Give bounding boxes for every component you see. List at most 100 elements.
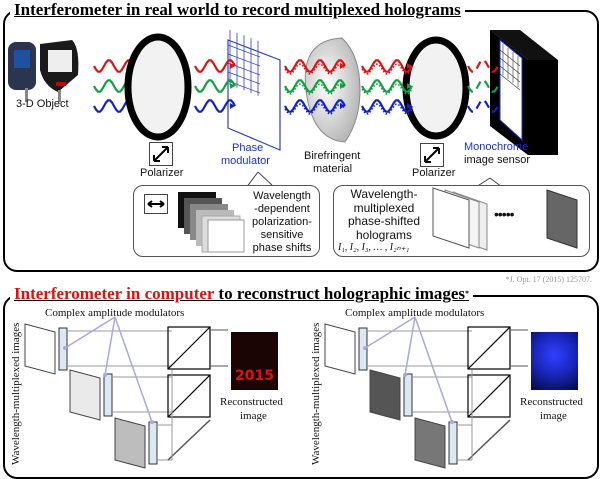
shifted-wave [284,103,346,115]
3d-object-icon [8,40,79,102]
polarizer-1-axis-box [149,142,173,166]
polarizer-1-label: Polarizer [140,167,184,179]
light-wave-to-sensor [467,99,499,113]
horizontal-polarization-box [144,194,168,214]
phase-modulator-label-1: Phase [232,142,264,154]
arrow-tip [150,420,154,424]
holograms-description: Wavelength- multiplexed phase-shifted ho… [338,187,430,242]
light-wave [284,99,346,113]
reconstructed-label-left-2: image [240,410,267,422]
callout-line: -dependent [254,203,310,215]
reconstructed-label-left-1: Reconstructed [220,396,283,408]
arrow-tip [450,420,454,424]
polarizer-2-label: Polarizer [412,167,456,179]
wavelength-image-plane [114,417,146,469]
sensor-label-1: Monochrome [464,141,529,153]
beam-splitter [467,374,511,418]
beam-splitter [167,374,211,418]
side-label-right: Wavelength-multiplexed images [310,322,322,465]
modulators-label-left: Complex amplitude modulators [45,307,185,319]
callout-line: Wavelength- [350,187,418,201]
callout-line: phase-shifted [347,214,421,228]
wavelength-image-plane [369,369,401,421]
light-wave [361,79,413,93]
reconstructed-image-left: 2015 [231,332,278,390]
light-wave [284,79,346,93]
reconstructed-label-right-2: image [540,410,567,422]
grid-line [499,65,521,83]
wave-arrowhead [407,63,412,69]
beam-splitter-diagonal [467,326,511,370]
grid-line [499,73,521,91]
heading-black-part: to reconstruct holographic images [214,284,466,303]
complex-amplitude-modulator [58,327,68,371]
callout-line: sensitive [260,229,304,241]
hologram-stack-icon [432,187,578,251]
grid-line [227,71,261,85]
polarizer-2-axis-box [420,143,444,167]
complex-amplitude-modulator [448,421,458,465]
heading-footnote-mark: * [465,289,470,298]
arrow-tip [103,373,107,377]
light-wave [361,59,413,73]
modulators-label-right: Complex amplitude modulators [345,307,485,319]
beam-splitter-diagonal [467,374,511,418]
ellipsis-dots: ••••• [494,206,514,222]
birefringent-label-2: material [313,163,353,175]
hologram-sequence: I₁, I₂, I₃, … , I₂ₙ₊₁ [338,242,410,253]
callout-line: multiplexed [353,200,415,215]
grid-line [499,49,521,67]
modulator-pointer-arrow [364,316,416,349]
modulator-pointer-arrow [114,316,153,423]
beam-splitter-diagonal [167,374,211,418]
wave-arrowhead [230,63,235,69]
3d-object-label: 3-D Object [16,98,69,110]
wave-arrowhead [230,83,235,89]
complex-amplitude-modulator [148,421,158,465]
reconstructed-image-right [531,332,578,390]
modulator-pointer-arrow [104,316,116,376]
arrow-tip [403,373,407,377]
phase-shift-callout: Wavelength -dependent polarization- sens… [133,185,320,257]
beam-splitter [467,326,511,370]
light-wave-to-sensor [467,79,499,93]
mirror [167,419,211,461]
grid-line [499,57,521,75]
shifted-wave [361,83,413,95]
heading-red-part: Interferometer in computer [14,284,215,303]
light-waves-output [194,59,499,115]
complex-amplitude-modulator [358,327,368,371]
arrow-tip [363,346,367,350]
beam-splitter-diagonal [167,326,211,370]
callout-line: holograms [355,227,413,242]
wavelength-image-plane [69,369,101,421]
citation: *J. Opt. 17 (2015) 125707. [505,275,592,284]
side-label-left: Wavelength-multiplexed images [10,322,22,465]
top-panel-heading: Interferometer in real world to record m… [10,0,465,20]
double-arrow-horizontal-icon [147,200,165,208]
callout-line: phase shifts [252,242,312,254]
light-wave [194,59,236,73]
complex-amplitude-modulator [403,373,413,417]
beam-splitter [167,326,211,370]
diagonal-arrow-icon [424,147,440,163]
phase-modulator-label-2: modulator [221,155,270,167]
light-wave [284,59,346,73]
light-wave [361,99,413,113]
shifted-wave [361,63,413,75]
light-wave-to-sensor [467,59,499,73]
birefringent-label-1: Birefringent [304,150,361,162]
shifted-wave [361,103,413,115]
diagonal-arrow-icon [153,146,169,162]
wave-arrowhead [407,103,412,109]
modulator-pointer-arrow [404,316,416,376]
phase-modulator [227,30,281,151]
bottom-panel-heading: Interferometer in computer to reconstruc… [10,284,474,304]
wavelength-image-plane [24,323,56,375]
callout-line: Wavelength [253,190,311,202]
holograms-callout: Wavelength- multiplexed phase-shifted ho… [333,185,590,257]
reconstructed-label-right-1: Reconstructed [520,396,583,408]
light-wave [194,99,236,113]
